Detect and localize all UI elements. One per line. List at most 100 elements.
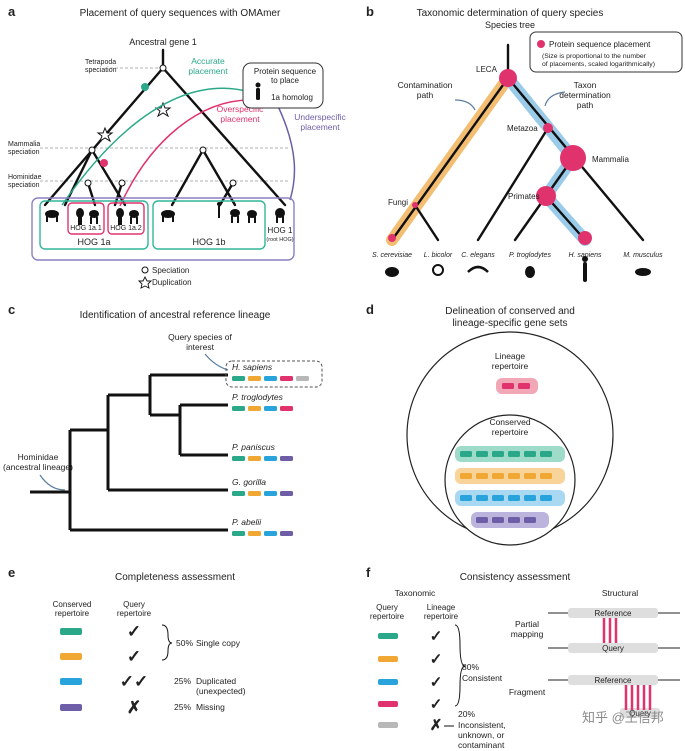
query-chip [378, 722, 398, 728]
partial-mapping-lines [602, 618, 618, 643]
query-label-2: Query [629, 709, 651, 718]
hog1a-label: HOG 1a [77, 237, 110, 247]
duplication-star-icon [96, 126, 114, 143]
node-mammalia: Mammalia [592, 155, 629, 164]
completeness-rows: ✓✓✓✓25%Duplicated(unexpected)✗25%Missing [60, 622, 246, 717]
conserved-chip [60, 628, 82, 635]
underspecific-arrow [274, 99, 296, 201]
organism-icons [385, 256, 651, 282]
panel-f-title: Consistency assessment [460, 572, 571, 583]
gene-chip [248, 376, 261, 381]
completeness-mark: ✓ [127, 647, 141, 666]
hog1a2-label: HOG 1a.2 [110, 225, 142, 232]
gene-chip [524, 451, 536, 457]
species-p-troglodytes: P. troglodytes [509, 252, 551, 259]
completeness-mark: ✓✓ [120, 672, 149, 691]
single-copy-pct: 50% [176, 638, 193, 648]
species-label-c: P. troglodytes [232, 392, 284, 402]
node-primates: Primates [508, 192, 540, 201]
species-label-c: G. gorilla [232, 477, 266, 487]
gene-chip [280, 456, 293, 461]
overspecific-arrow [119, 99, 251, 207]
hog1-sub-label: (root HOG) [266, 237, 293, 243]
yeast-icon [385, 267, 399, 277]
gene-chip [232, 456, 245, 461]
panel-a-title: Placement of query sequences with OMAmer [80, 8, 281, 19]
contamination-label-arrow [454, 99, 476, 111]
human-icon [255, 82, 261, 100]
gene-chip [502, 383, 514, 389]
gene-chip [280, 531, 293, 536]
gene-chip [460, 495, 472, 501]
gene-chip [518, 383, 530, 389]
species-h-sapiens: H. sapiens [568, 252, 602, 259]
gene-chip [476, 517, 488, 523]
fragment-label: Fragment [509, 687, 546, 697]
gene-chip [264, 491, 277, 496]
gene-chip [492, 451, 504, 457]
fragment-bar [620, 708, 660, 718]
completeness-pct: 25% [174, 676, 191, 686]
animal-icons [45, 202, 285, 225]
consistency-mark: ✓ [430, 651, 443, 668]
worm-icon [467, 265, 489, 273]
completeness-label: (unexpected) [196, 686, 246, 696]
gene-chip [264, 531, 277, 536]
panel-c-title: Identification of ancestral reference li… [80, 310, 271, 321]
ancestral-gene-label: Ancestral gene 1 [129, 37, 197, 47]
completeness-pct: 25% [174, 702, 191, 712]
legend-placement-dot [537, 40, 545, 48]
panel-b-subtitle: Species tree [485, 20, 535, 30]
consistent-brace [454, 624, 466, 707]
gene-chip [540, 473, 552, 479]
species-m-musculus: M. musculus [623, 252, 663, 259]
panel-f: f Consistency assessment Taxonomic Struc… [366, 565, 680, 750]
hog1-label: HOG 1 [268, 226, 293, 235]
panel-b-title: Taxonomic determination of query species [417, 8, 604, 19]
panel-c: c Identification of ancestral reference … [3, 302, 323, 536]
species-tree [390, 43, 645, 242]
gene-chip [460, 473, 472, 479]
gene-chip [492, 517, 504, 523]
speciation-nodes [84, 64, 237, 187]
gene-chip [232, 376, 245, 381]
hominidae-arrow [39, 474, 66, 491]
node-leca: LECA [476, 65, 498, 74]
species-labels: S. cerevisiae L. bicolor C. elegans P. t… [372, 252, 663, 259]
hog1a2-box [107, 202, 145, 235]
gene-chip [476, 473, 488, 479]
gene-chip [264, 456, 277, 461]
completeness-label: Duplicated [196, 676, 236, 686]
placement-circles [388, 69, 592, 245]
query-species-box [225, 360, 323, 388]
panel-b-legend [529, 31, 683, 73]
gene-chip [524, 495, 536, 501]
query-label-1: Query [602, 644, 624, 653]
consistent-pct: 80% [462, 662, 479, 672]
gene-chip [280, 376, 293, 381]
hog1b-box [152, 200, 266, 250]
query-chip [378, 679, 398, 685]
hog1b-label: HOG 1b [192, 237, 225, 247]
gene-tree [43, 48, 287, 207]
consistency-mark: ✓ [430, 628, 443, 645]
duplication-legend-icon [137, 275, 153, 289]
panel-b-letter: b [366, 4, 374, 19]
species-label-c: P. abelii [232, 517, 262, 527]
accurate-arrow [61, 87, 251, 206]
gene-chip [248, 531, 261, 536]
reference-label-2: Reference [595, 676, 632, 685]
